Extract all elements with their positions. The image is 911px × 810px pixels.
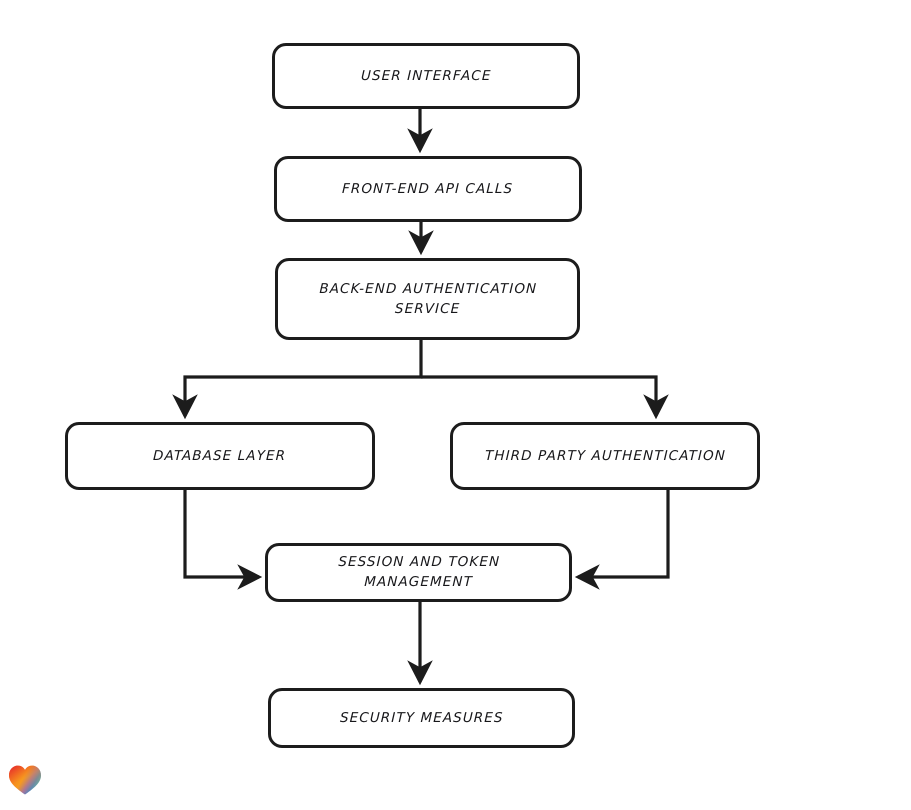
- edge-database-to-session: [183, 490, 263, 590]
- node-third-party-auth[interactable]: Third Party Authentication: [450, 422, 760, 490]
- node-label-session-token-management: Session and Token Management: [337, 554, 501, 591]
- edge-backend-to-third-party: [421, 375, 669, 420]
- heart-icon: [9, 765, 41, 795]
- node-session-token-management[interactable]: Session and Token Management: [265, 543, 572, 602]
- node-label-back-end-auth-service: Back-End Authentication Service: [318, 280, 538, 317]
- node-label-front-end-api-calls: Front-End API Calls: [342, 180, 514, 197]
- edge-backend-to-database: [172, 340, 423, 420]
- node-back-end-auth-service[interactable]: Back-End Authentication Service: [275, 258, 580, 340]
- node-front-end-api-calls[interactable]: Front-End API Calls: [274, 156, 582, 222]
- node-label-third-party-auth: Third Party Authentication: [484, 447, 726, 464]
- edge-third-party-to-session: [574, 490, 670, 590]
- node-label-database-layer: Database Layer: [153, 447, 287, 464]
- node-database-layer[interactable]: Database Layer: [65, 422, 375, 490]
- node-security-measures[interactable]: Security Measures: [268, 688, 575, 748]
- node-user-interface[interactable]: User Interface: [272, 43, 580, 109]
- node-label-user-interface: User Interface: [360, 67, 492, 84]
- node-label-security-measures: Security Measures: [339, 709, 504, 726]
